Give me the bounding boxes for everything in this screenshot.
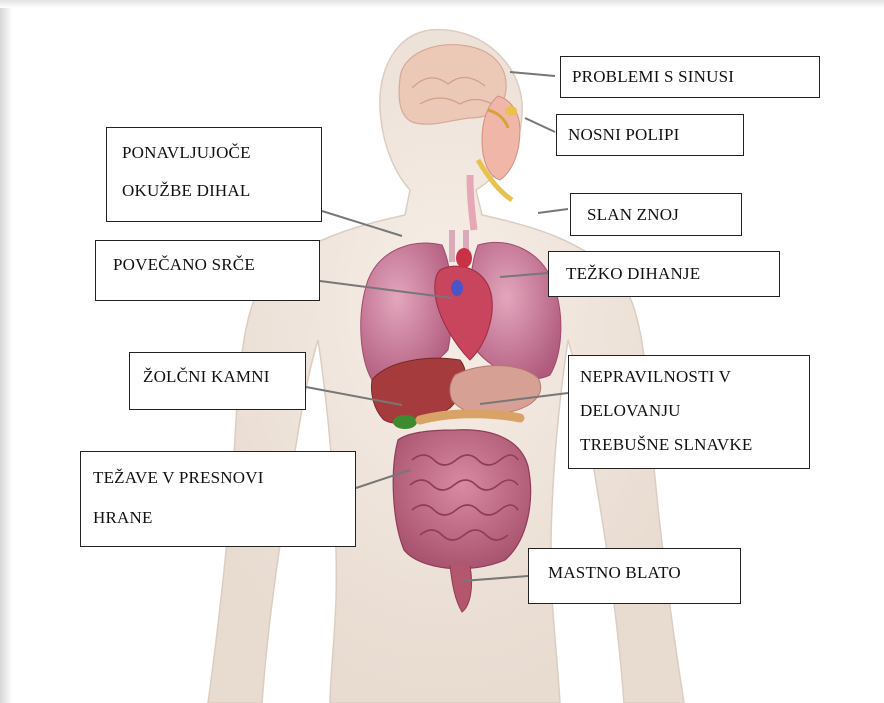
label-infections-line1: PONAVLJUJOČE <box>122 134 306 172</box>
label-food-metabolism: TEŽAVE V PRESNOVI HRANE <box>80 451 356 547</box>
label-fatty-stool-text: MASTNO BLATO <box>548 553 721 593</box>
label-pancreas-line3: TREBUŠNE SLNAVKE <box>580 428 798 462</box>
label-sinus-text: PROBLEMI S SINUSI <box>572 62 808 92</box>
label-metabolism-line1: TEŽAVE V PRESNOVI <box>93 458 343 498</box>
leader-sweat <box>538 209 568 213</box>
label-pancreas-line1: NEPRAVILNOSTI V <box>580 360 798 394</box>
label-heart-text: POVEČANO SRČE <box>113 247 302 283</box>
label-polyps-text: NOSNI POLIPI <box>568 120 732 150</box>
label-difficult-breathing: TEŽKO DIHANJE <box>548 251 780 297</box>
label-gallstones: ŽOLČNI KAMNI <box>129 352 306 410</box>
label-fatty-stool: MASTNO BLATO <box>528 548 741 604</box>
label-respiratory-infections: PONAVLJUJOČE OKUŽBE DIHAL <box>106 127 322 222</box>
label-breathing-text: TEŽKO DIHANJE <box>566 258 762 290</box>
label-metabolism-line2: HRANE <box>93 498 343 538</box>
label-pancreas-disorders: NEPRAVILNOSTI V DELOVANJU TREBUŠNE SLNAV… <box>568 355 810 469</box>
label-salty-sweat-text: SLAN ZNOJ <box>587 200 725 230</box>
label-sinus-problems: PROBLEMI S SINUSI <box>560 56 820 98</box>
label-infections-line2: OKUŽBE DIHAL <box>122 172 306 210</box>
label-enlarged-heart: POVEČANO SRČE <box>95 240 320 301</box>
label-salty-sweat: SLAN ZNOJ <box>570 193 742 236</box>
leader-sinus <box>510 72 555 76</box>
label-nasal-polyps: NOSNI POLIPI <box>556 114 744 156</box>
label-pancreas-line2: DELOVANJU <box>580 394 798 428</box>
label-gallstones-text: ŽOLČNI KAMNI <box>143 357 292 397</box>
leader-polyps <box>525 118 555 132</box>
